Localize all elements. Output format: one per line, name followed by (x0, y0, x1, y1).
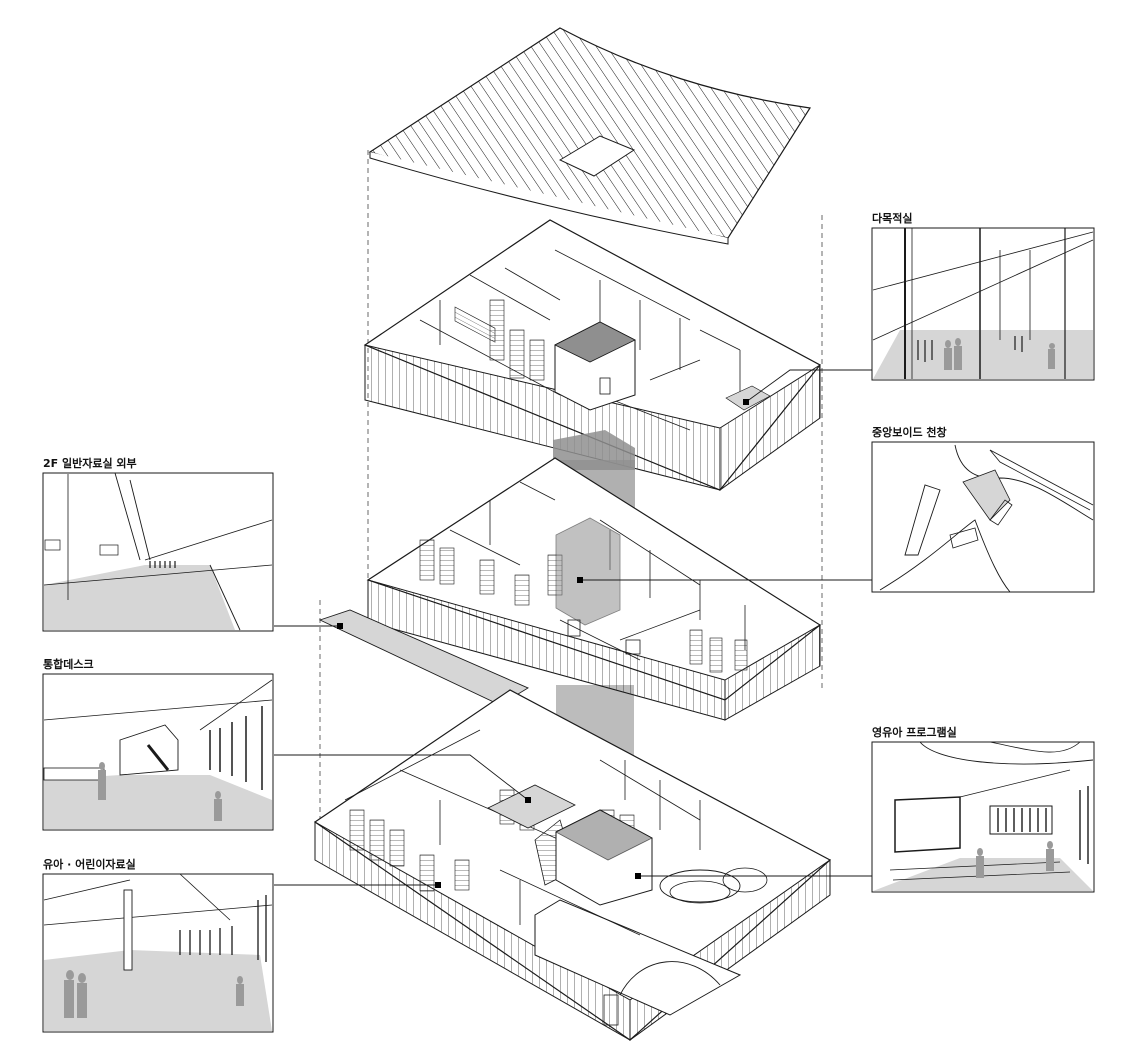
leader-lines (274, 369, 872, 886)
label-2f-reading-room-exterior: 2F 일반자료실 외부 (43, 457, 137, 470)
leader-points (337, 399, 749, 888)
ground-floor-plate (313, 689, 832, 1041)
label-integrated-desk: 통합데스크 (43, 658, 94, 671)
person-figure-icon (976, 841, 1054, 878)
label-infant-children-room: 유아 · 어린이자료실 (43, 858, 136, 871)
marker-exterior (337, 623, 343, 629)
vignette-children-room (42, 873, 274, 1033)
vignette-integrated-desk (42, 673, 274, 831)
exterior-deck-plane (318, 609, 529, 706)
vignette-multipurpose-room (871, 227, 1095, 381)
person-figure-icon (98, 762, 222, 821)
upper-floor-plate (363, 219, 821, 491)
marker-desk (525, 797, 531, 803)
middle-floor-plate (366, 457, 822, 721)
person-figure-icon (64, 970, 244, 1018)
vignette-central-void (871, 441, 1095, 593)
marker-void (577, 577, 583, 583)
roof-slab (368, 27, 812, 245)
vignette-infant-program-room (871, 741, 1095, 893)
marker-multipurpose (743, 399, 749, 405)
marker-program (635, 873, 641, 879)
vignette-2f-exterior (42, 472, 274, 632)
label-infant-program-room: 영유아 프로그램실 (872, 726, 957, 739)
marker-children (435, 882, 441, 888)
label-central-void-skylight: 중앙보이드 천창 (872, 426, 947, 439)
person-figure-icon (944, 338, 1055, 370)
label-multipurpose-room: 다목적실 (872, 212, 913, 225)
